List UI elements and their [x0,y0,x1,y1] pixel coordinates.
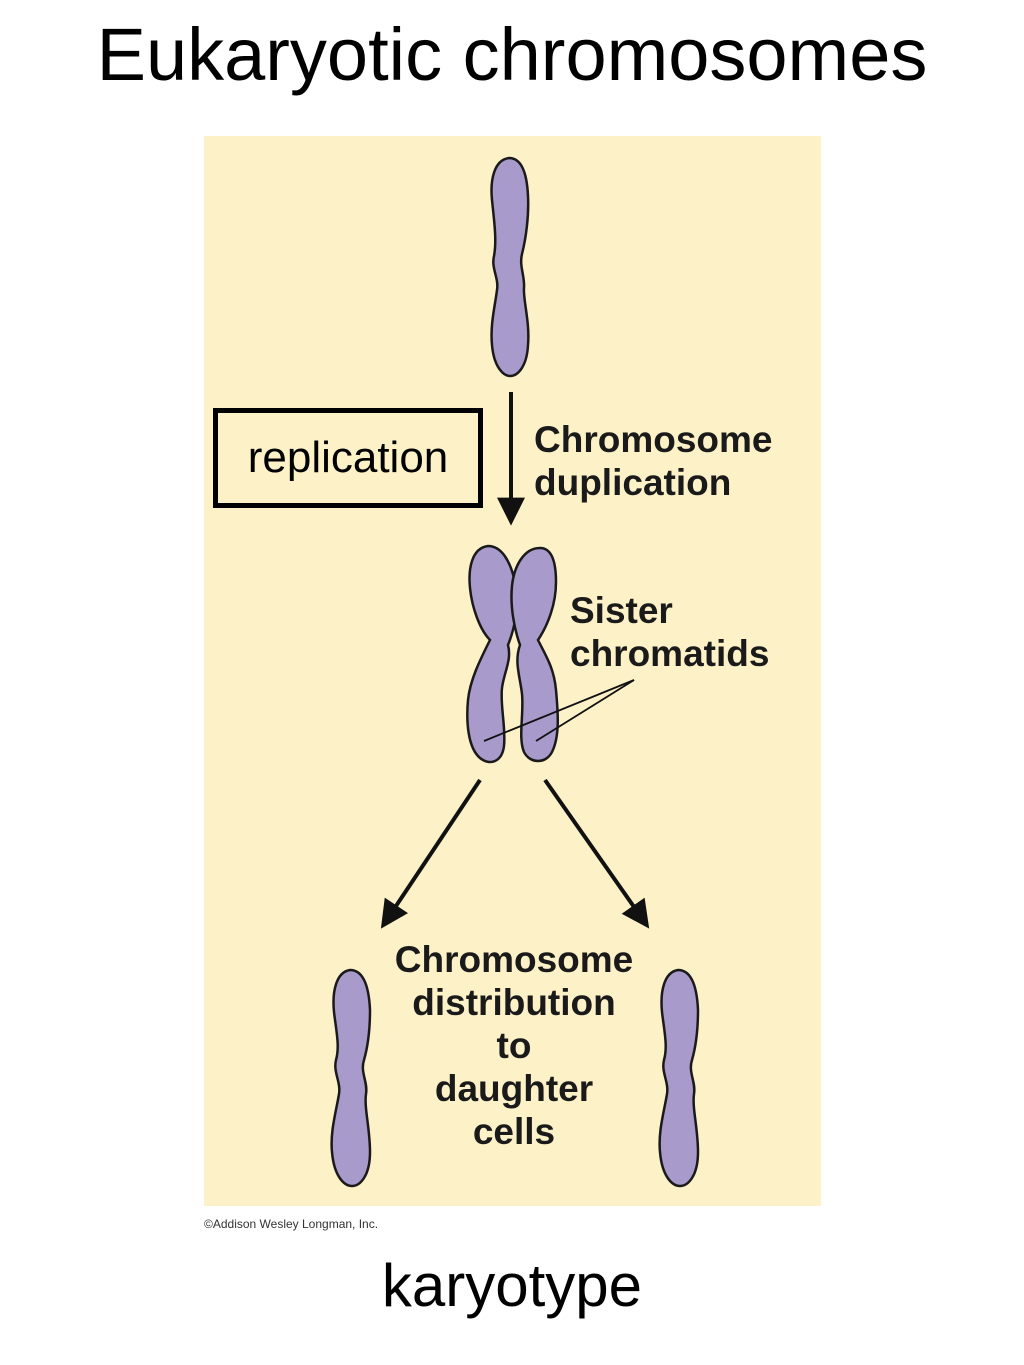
daughter-chromosome-left [330,968,372,1188]
duplication-label: Chromosome duplication [534,418,772,504]
replication-box: replication [213,408,483,508]
chromosome-top [490,156,530,378]
distribution-line: to [496,1025,532,1066]
distribution-line: distribution [412,982,616,1023]
distribution-line: Chromosome [394,939,634,980]
sister-pointer-line [483,679,635,742]
sister-line: chromatids [570,633,770,674]
replication-label: replication [247,433,449,482]
page-title: Eukaryotic chromosomes [96,13,928,96]
sister-chromatids-label: Sister chromatids [570,589,769,675]
distribution-line: cells [472,1111,556,1152]
duplication-line: duplication [534,462,732,503]
duplication-line: Chromosome [534,419,773,460]
daughter-chromosome-right [658,968,700,1188]
distribution-label: Chromosome distribution to daughter cell… [374,938,654,1153]
sister-pointer-line [535,679,635,742]
chromatid-left [466,544,519,764]
sister-line: Sister [570,590,673,631]
chromatid-right [510,546,560,763]
distribution-arrow-right [543,778,650,929]
copyright-notice: ©Addison Wesley Longman, Inc. [204,1217,379,1231]
caption: karyotype [381,1252,643,1319]
distribution-line: daughter [434,1068,594,1109]
distribution-arrow-left [380,778,482,929]
